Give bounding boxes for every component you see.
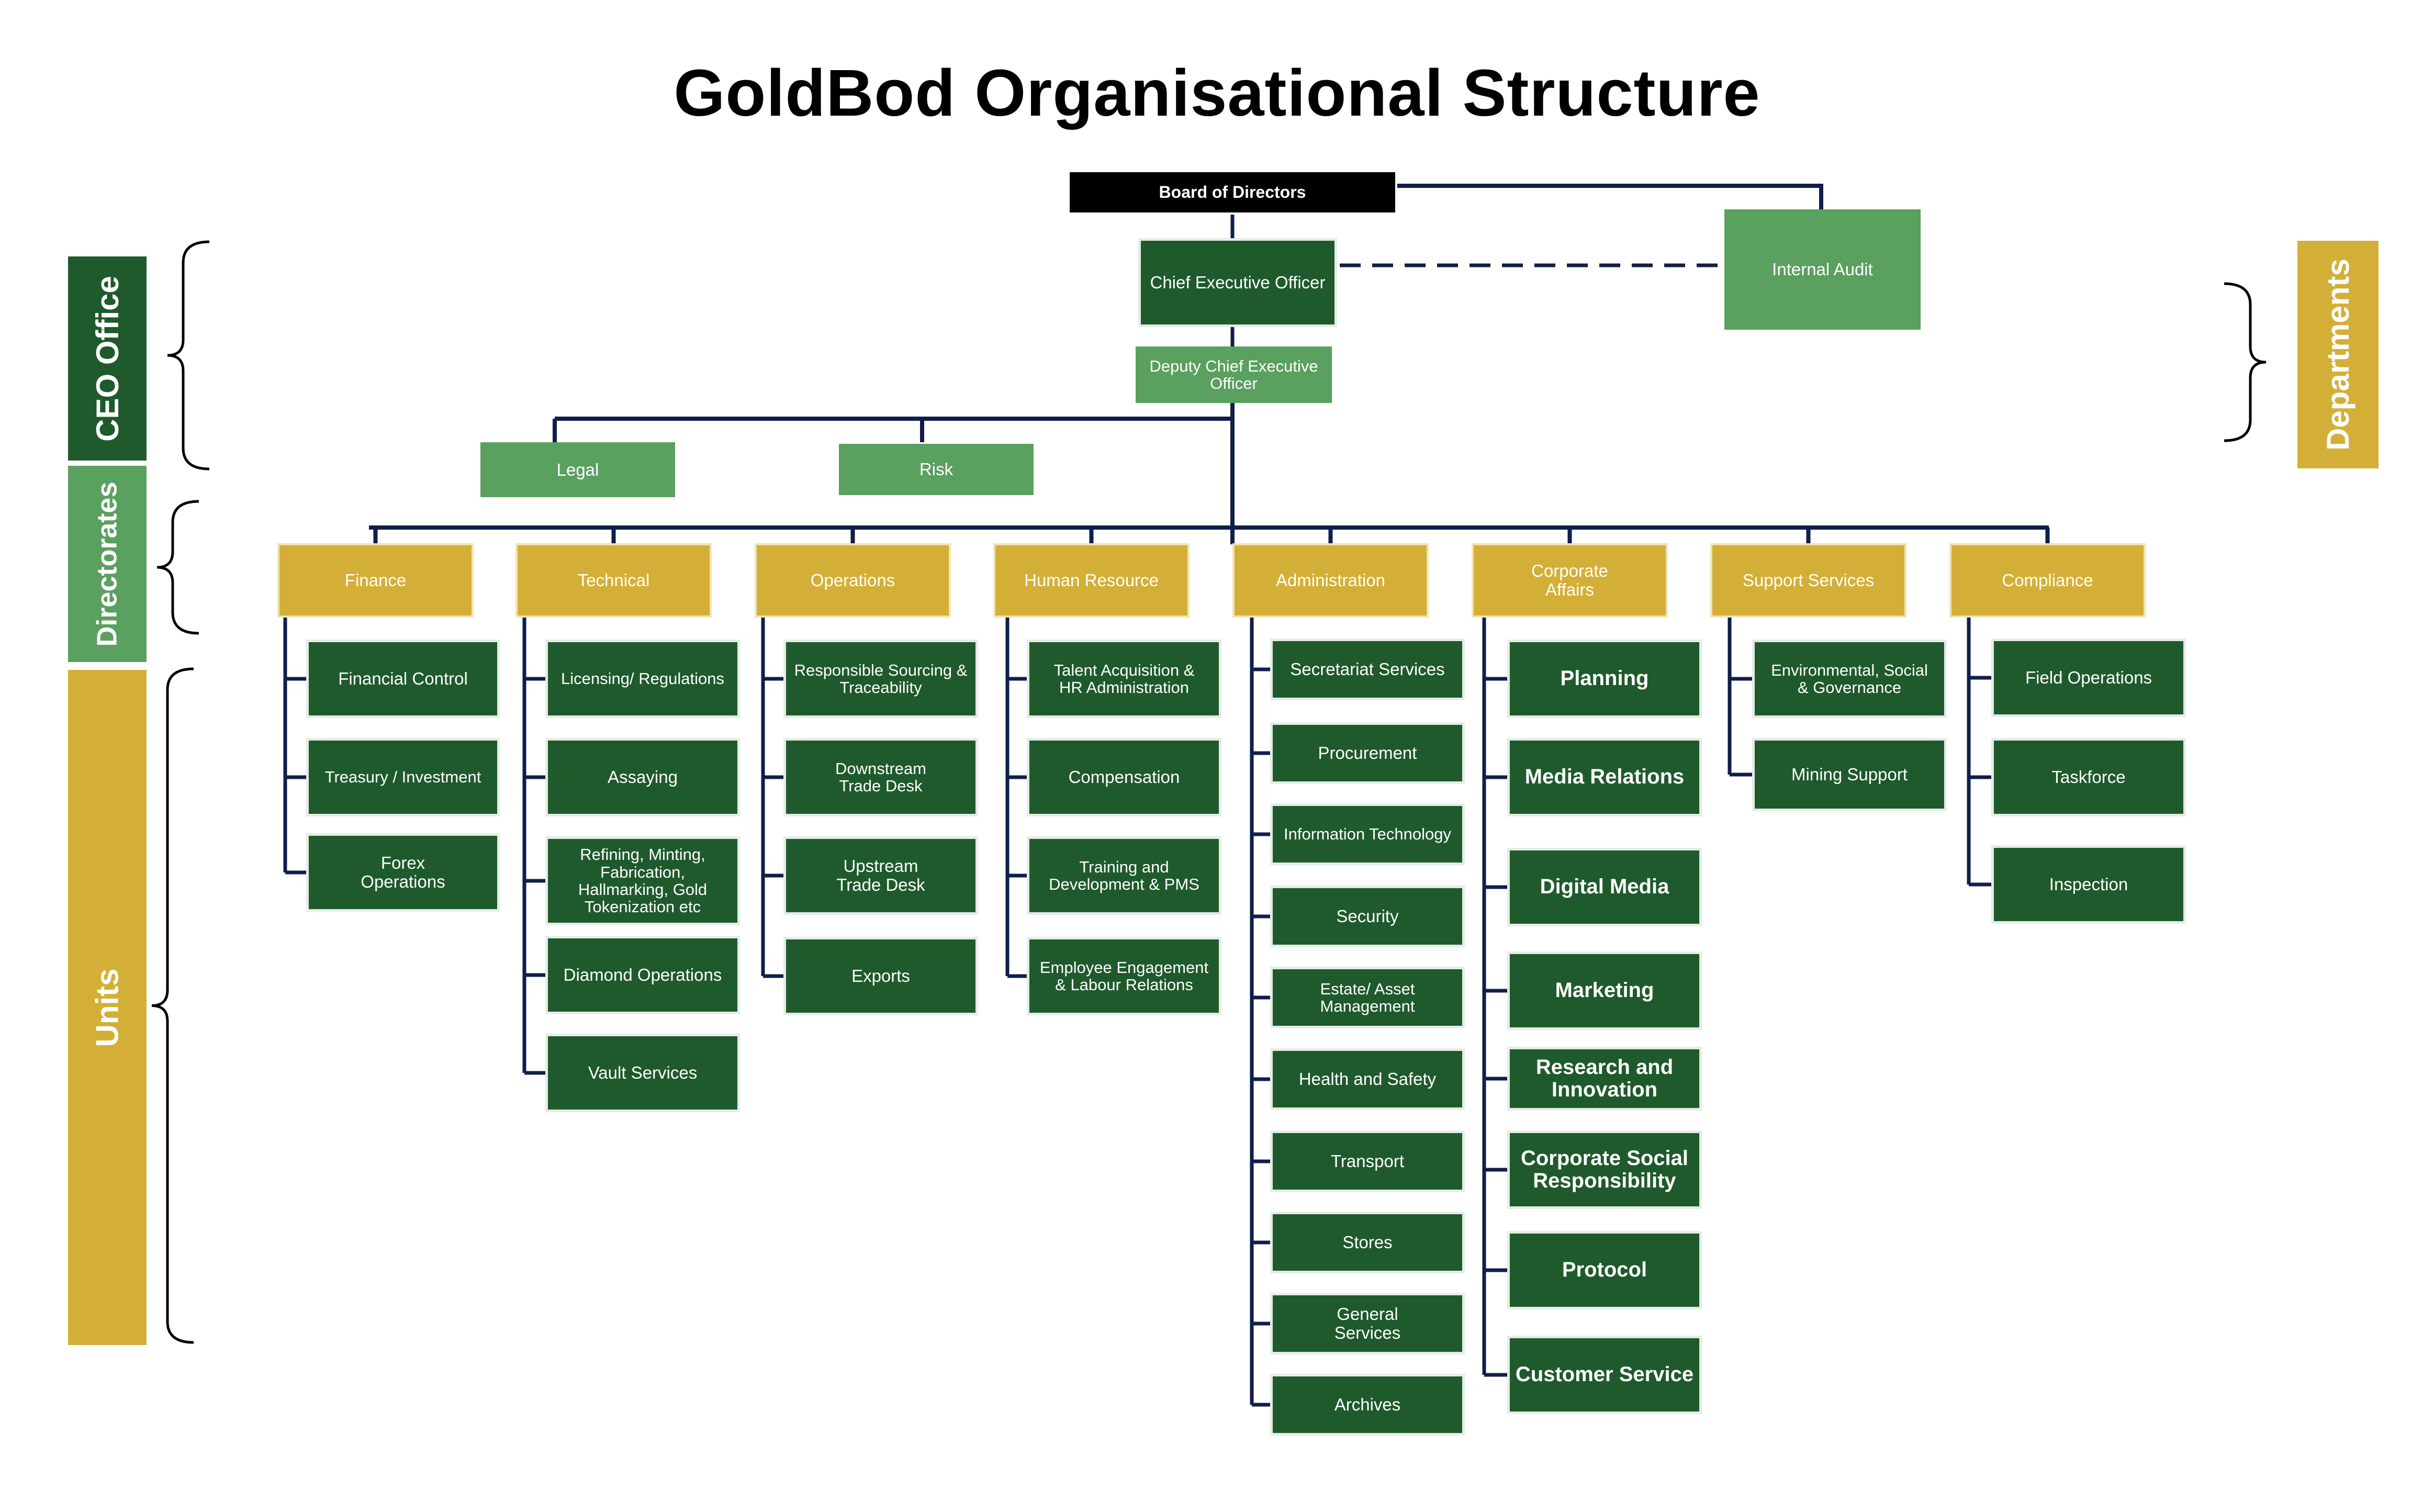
directorates-label: Directorates [68, 466, 147, 662]
unit-2-3: Exports [783, 937, 978, 1015]
brace-bracket [2224, 282, 2267, 442]
board-of-directors-box: Board of Directors [1068, 170, 1397, 215]
unit-6-1: Mining Support [1752, 738, 1947, 811]
unit-7-2: Inspection [1991, 845, 2186, 924]
directorates-text: Directorates [92, 481, 124, 647]
unit-1-0: Licensing/ Regulations [545, 640, 740, 718]
directorate-7: Compliance [1949, 543, 2146, 618]
unit-0-1: Treasury / Investment [306, 738, 500, 816]
unit-5-0: Planning [1507, 640, 1702, 718]
legal-box: Legal [480, 442, 675, 497]
unit-5-2: Digital Media [1507, 848, 1702, 926]
unit-5-5: Corporate Social Responsibility [1507, 1130, 1702, 1209]
units-text: Units [89, 968, 125, 1047]
unit-3-3: Employee Engagement & Labour Relations [1027, 937, 1221, 1015]
ceo-office-label: CEO Office [68, 256, 147, 461]
unit-0-0: Financial Control [306, 640, 500, 718]
directorate-3: Human Resource [993, 543, 1190, 618]
deputy-ceo-box: Deputy Chief Executive Officer [1136, 346, 1332, 403]
unit-3-2: Training and Development & PMS [1027, 836, 1221, 915]
unit-3-1: Compensation [1027, 738, 1221, 816]
unit-4-6: Transport [1270, 1130, 1465, 1192]
brace-bracket [156, 500, 199, 635]
directorate-1: Technical [515, 543, 712, 618]
unit-5-4: Research and Innovation [1507, 1047, 1702, 1111]
unit-1-1: Assaying [545, 738, 740, 816]
directorate-6: Support Services [1710, 543, 1906, 618]
internal-audit-box: Internal Audit [1724, 209, 1921, 330]
unit-2-1: Downstream Trade Desk [783, 738, 978, 816]
unit-5-1: Media Relations [1507, 738, 1702, 816]
unit-2-0: Responsible Sourcing & Traceability [783, 640, 978, 718]
directorate-5: Corporate Affairs [1472, 543, 1668, 618]
unit-4-3: Security [1270, 886, 1465, 947]
unit-1-4: Vault Services [545, 1034, 740, 1112]
unit-2-2: Upstream Trade Desk [783, 836, 978, 915]
directorate-4: Administration [1232, 543, 1429, 618]
risk-box: Risk [839, 444, 1034, 495]
unit-5-7: Customer Service [1507, 1336, 1702, 1414]
unit-4-4: Estate/ Asset Management [1270, 967, 1465, 1028]
directorate-2: Operations [755, 543, 951, 618]
unit-5-3: Marketing [1507, 951, 1702, 1030]
unit-0-2: Forex Operations [306, 833, 500, 912]
ceo-box: Chief Executive Officer [1138, 238, 1337, 327]
unit-4-1: Procurement [1270, 722, 1465, 784]
brace-bracket [151, 667, 194, 1344]
ceo-office-text: CEO Office [89, 275, 125, 442]
unit-4-0: Secretariat Services [1270, 639, 1465, 700]
page-title: GoldBod Organisational Structure [674, 56, 1760, 130]
unit-4-7: Stores [1270, 1212, 1465, 1273]
directorate-0: Finance [277, 543, 474, 618]
unit-4-5: Health and Safety [1270, 1048, 1465, 1110]
unit-7-0: Field Operations [1991, 639, 2186, 717]
unit-5-6: Protocol [1507, 1231, 1702, 1309]
departments-text: Departments [2320, 259, 2356, 451]
unit-4-2: Information Technology [1270, 803, 1465, 865]
unit-4-8: General Services [1270, 1293, 1465, 1354]
departments-label: Departments [2297, 241, 2379, 468]
unit-1-2: Refining, Minting, Fabrication, Hallmark… [545, 836, 740, 925]
unit-4-9: Archives [1270, 1374, 1465, 1436]
unit-7-1: Taskforce [1991, 738, 2186, 816]
brace-bracket [167, 240, 210, 471]
unit-6-0: Environmental, Social & Governance [1752, 640, 1947, 718]
unit-1-3: Diamond Operations [545, 936, 740, 1014]
unit-3-0: Talent Acquisition & HR Administration [1027, 640, 1221, 718]
units-label: Units [68, 670, 147, 1345]
